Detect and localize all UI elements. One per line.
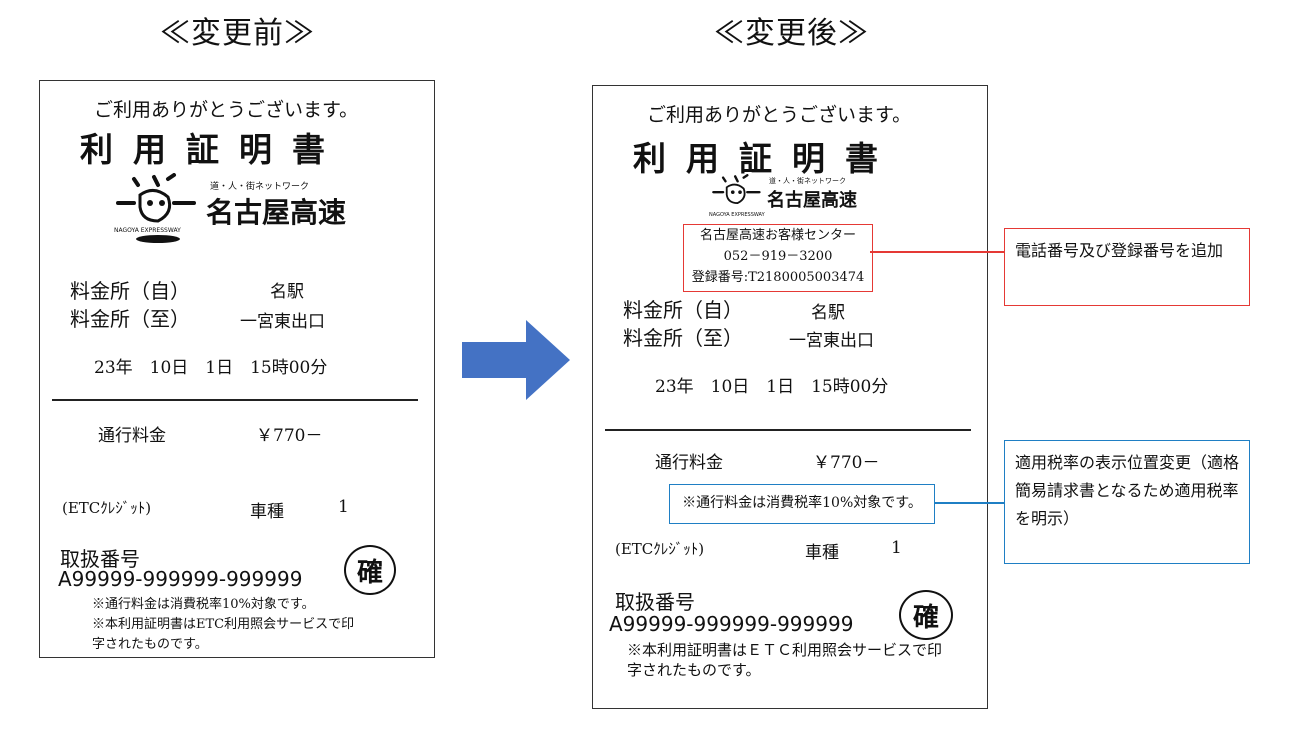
entry-value: 名駅 — [811, 303, 845, 323]
exit-label: 料金所（至） — [70, 307, 190, 331]
contact-center-name: 名古屋高速お客様センター — [699, 228, 856, 243]
blue-connector-line — [934, 502, 1004, 504]
contact-box: 名古屋高速お客様センター 052－919－3200 登録番号:T21800050… — [683, 224, 873, 292]
company-logo: 道・人・街ネットワーク 名古屋高速 NAGOYA EXPRESSWAY — [114, 173, 354, 249]
logo-english: NAGOYA EXPRESSWAY — [709, 212, 765, 218]
tax-note-box: ※通行料金は消費税率10%対象です。 — [669, 484, 935, 524]
logo-name: 名古屋高速 — [767, 190, 857, 211]
exit-value: 一宮東出口 — [240, 312, 325, 332]
exit-label: 料金所（至） — [623, 326, 743, 350]
handling-label: 取扱番号 — [60, 547, 140, 571]
exit-value: 一宮東出口 — [789, 331, 874, 351]
receipt-before: ご利用ありがとうございます。 利用証明書 道・人・街ネットワーク 名古屋高速 N… — [39, 80, 435, 658]
phone-callout: 電話番号及び登録番号を追加 — [1004, 228, 1250, 306]
thanks-text: ご利用ありがとうございます。 — [647, 104, 912, 126]
entry-label: 料金所（自） — [70, 279, 190, 303]
logo-english: NAGOYA EXPRESSWAY — [114, 227, 181, 234]
datetime: 23年 10日 1日 15時00分 — [94, 358, 328, 378]
vehicle-value: 1 — [891, 538, 902, 558]
handling-number: A99999-999999-999999 — [58, 567, 303, 591]
receipt-title: 利用証明書 — [633, 139, 898, 178]
toll-value: ￥770－ — [813, 453, 880, 473]
payment-method: (ETCｸﾚｼﾞｯﾄ) — [62, 499, 152, 517]
cert-note: ※本利用証明書はＥＴＣ利用照会サービスで印字されたものです。 — [627, 641, 943, 679]
red-connector-line — [870, 251, 1004, 253]
divider — [605, 429, 971, 431]
thanks-text: ご利用ありがとうございます。 — [94, 99, 359, 121]
toll-value: ￥770－ — [256, 426, 323, 446]
vehicle-label: 車種 — [250, 502, 284, 522]
entry-label: 料金所（自） — [623, 298, 743, 322]
toll-label: 通行料金 — [98, 426, 166, 446]
datetime: 23年 10日 1日 15時00分 — [655, 377, 889, 397]
handling-label: 取扱番号 — [615, 590, 695, 614]
handling-number: A99999-999999-999999 — [609, 612, 854, 636]
right-arrow-icon — [462, 320, 570, 400]
confirm-seal: 確 — [899, 590, 953, 640]
cert-note: ※本利用証明書はETC利用照会サービスで印字されたものです。 — [92, 617, 355, 652]
payment-method: (ETCｸﾚｼﾞｯﾄ) — [615, 540, 705, 558]
receipt-title: 利用証明書 — [80, 130, 345, 169]
company-logo: 道・人・街ネットワーク 名古屋高速 NAGOYA EXPRESSWAY — [709, 174, 879, 220]
logo-tagline: 道・人・街ネットワーク — [769, 177, 846, 185]
divider — [52, 399, 418, 401]
before-heading: ≪変更前≫ — [160, 16, 315, 51]
contact-phone: 052－919－3200 — [723, 249, 833, 264]
tax-callout: 適用税率の表示位置変更（適格簡易請求書となるため適用税率を明示） — [1004, 440, 1250, 564]
vehicle-label: 車種 — [805, 543, 839, 563]
sun-face-logo-icon — [116, 173, 196, 243]
toll-label: 通行料金 — [655, 453, 723, 473]
receipt-after: ご利用ありがとうございます。 利用証明書 道・人・街ネットワーク 名古屋高速 N… — [592, 85, 988, 709]
confirm-seal: 確 — [344, 545, 396, 595]
after-heading: ≪変更後≫ — [714, 16, 869, 51]
vehicle-value: 1 — [338, 497, 349, 517]
sun-face-logo-icon — [712, 174, 761, 204]
entry-value: 名駅 — [270, 282, 304, 302]
logo-tagline: 道・人・街ネットワーク — [210, 182, 310, 192]
registration-number: 登録番号:T2180005003474 — [691, 270, 865, 285]
tax-note: ※通行料金は消費税率10%対象です。 — [92, 597, 315, 612]
logo-name: 名古屋高速 — [206, 196, 347, 229]
